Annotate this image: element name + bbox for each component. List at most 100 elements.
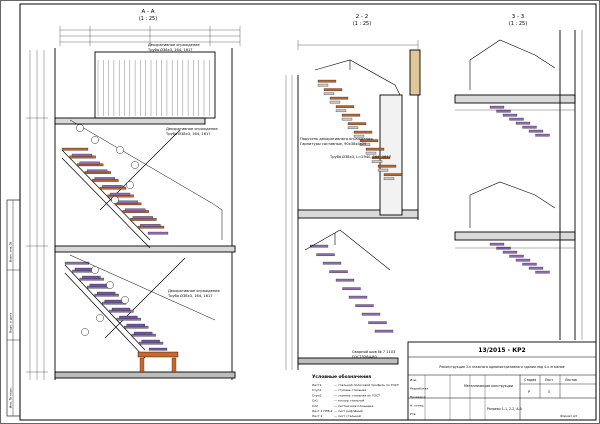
stair-tread — [347, 126, 359, 130]
stair-tread — [71, 153, 93, 157]
handrail-note-low-2: Труба Ø38х3, 164, 1617 — [167, 293, 213, 298]
stair-tread — [509, 254, 524, 258]
stair-tread — [528, 266, 544, 270]
stair-tread — [341, 113, 361, 117]
stair-tread — [82, 275, 101, 279]
title-block-role: Н. контр. — [410, 404, 424, 408]
stair-tread — [528, 129, 544, 133]
legend-code: Сл2 — [312, 404, 318, 408]
stair-tread — [515, 121, 531, 125]
handrail-note-mid: Декоративное ограждение — [166, 127, 219, 131]
stair-tread — [347, 122, 367, 126]
stair-tread — [535, 270, 550, 274]
title-block-role: Изм. — [410, 378, 417, 382]
callout-bubble — [76, 124, 84, 132]
section-2-note-2: Гарнитуры составные, 90x38х4х25 — [300, 142, 366, 146]
section-3-dimensions — [455, 30, 583, 340]
title-block-stage: Р — [528, 390, 530, 394]
section-3-walls — [454, 30, 576, 340]
stair-tread — [348, 295, 368, 299]
section-a-left-dimensions — [26, 50, 48, 380]
section-a-treads — [61, 147, 169, 351]
section-2-note-3: Труба Ø38х3, L=2940, 164, 1617 — [329, 154, 391, 159]
section-a-landing-leg — [139, 357, 145, 373]
stair-tread — [335, 109, 347, 113]
legend-code: Ступ1 — [312, 388, 322, 392]
stair-tread — [535, 133, 550, 137]
section-a-upper-balusters — [97, 60, 210, 116]
stair-tread — [104, 299, 123, 303]
section-3-scale: (1 : 25) — [509, 21, 527, 27]
stair-tread — [125, 208, 146, 212]
stair-tread — [353, 134, 365, 138]
section-2-2: 2 - 2 (1 : 25) Поручень декоративного ог… — [285, 14, 421, 370]
stair-tread — [374, 329, 394, 333]
callout-bubble — [116, 146, 124, 154]
legend-text: — стальной полосовой профиль по ГОСТ — [334, 383, 399, 387]
stair-tread — [329, 100, 341, 104]
stair-tread — [496, 109, 511, 113]
stair-tread — [522, 125, 537, 129]
stair-tread — [335, 278, 355, 282]
title-block-section-title: Разрезы 1-1, 2-2, А-А — [487, 407, 523, 411]
side-stamp-label-2: Подп. и дата — [9, 312, 13, 333]
legend-code: Лист 2 — [312, 414, 323, 418]
stair-tread — [377, 164, 397, 168]
stair-tread — [148, 347, 168, 351]
stair-tread — [383, 177, 395, 181]
stair-tread — [322, 261, 342, 265]
callout-bubble — [91, 266, 99, 274]
stair-tread — [87, 169, 108, 173]
legend-code: Лист 1 ПТВ-2 — [312, 409, 333, 413]
stair-tread — [371, 160, 383, 164]
handrail-note-top: Декоративное ограждение — [148, 43, 201, 47]
stair-tread — [117, 200, 138, 204]
welded-seam-note: Сварной шов № 7 1103 — [352, 350, 395, 354]
stair-tread — [94, 177, 115, 180]
stair-tread — [368, 321, 387, 325]
side-stamp-label-3: Инв. № подл. — [9, 387, 13, 408]
stair-tread — [365, 151, 377, 155]
stair-tread — [489, 242, 505, 246]
stair-tread — [342, 287, 361, 291]
stair-tread — [502, 113, 518, 117]
callout-bubble — [131, 161, 139, 169]
callout-bubble — [96, 314, 104, 322]
stair-tread — [309, 244, 329, 248]
side-stamp-label-1: Взам. инв. № — [9, 242, 13, 262]
stair-tread — [365, 147, 385, 151]
legend-text: — лестничная площадка — [334, 404, 374, 408]
side-stamp: Взам. инв. № Подп. и дата Инв. № подл. — [6, 199, 21, 417]
stair-tread — [74, 267, 94, 271]
legend-title: Условные обозначения — [312, 373, 371, 380]
stair-tread — [317, 79, 337, 83]
legend-text: — ступень стальная по ГОСТ — [334, 393, 380, 397]
stair-tread — [140, 224, 161, 227]
stair-tread — [522, 262, 537, 266]
stair-tread — [111, 307, 131, 311]
stair-tread — [317, 83, 329, 87]
title-block-role: Разработал — [410, 387, 428, 391]
legend-code: Ступ2 — [312, 393, 322, 397]
title-block-description: Реконструкция 3-х этажного административ… — [439, 365, 564, 369]
callout-bubble — [91, 136, 99, 144]
section-3-treads — [489, 105, 550, 274]
section-a-title: А - А — [141, 9, 154, 15]
title-block — [407, 341, 597, 421]
stair-tread — [359, 143, 371, 147]
section-a-walls — [54, 48, 236, 380]
section-2-treads — [309, 79, 403, 333]
callout-bubble — [121, 296, 129, 304]
legend-code: Лист1 — [312, 383, 322, 387]
section-a-landing-leg — [171, 357, 177, 373]
stair-tread — [355, 304, 374, 308]
section-2-note: Поручень декоративного ограждения — [300, 137, 372, 141]
stair-tread — [64, 261, 90, 265]
stair-tread — [329, 270, 348, 274]
stair-tread — [335, 105, 355, 109]
stair-tread — [109, 192, 131, 196]
section-3-title: 3 - 3 — [512, 14, 525, 20]
stair-tread — [323, 88, 343, 92]
title-block-role: Проверил — [410, 395, 425, 399]
